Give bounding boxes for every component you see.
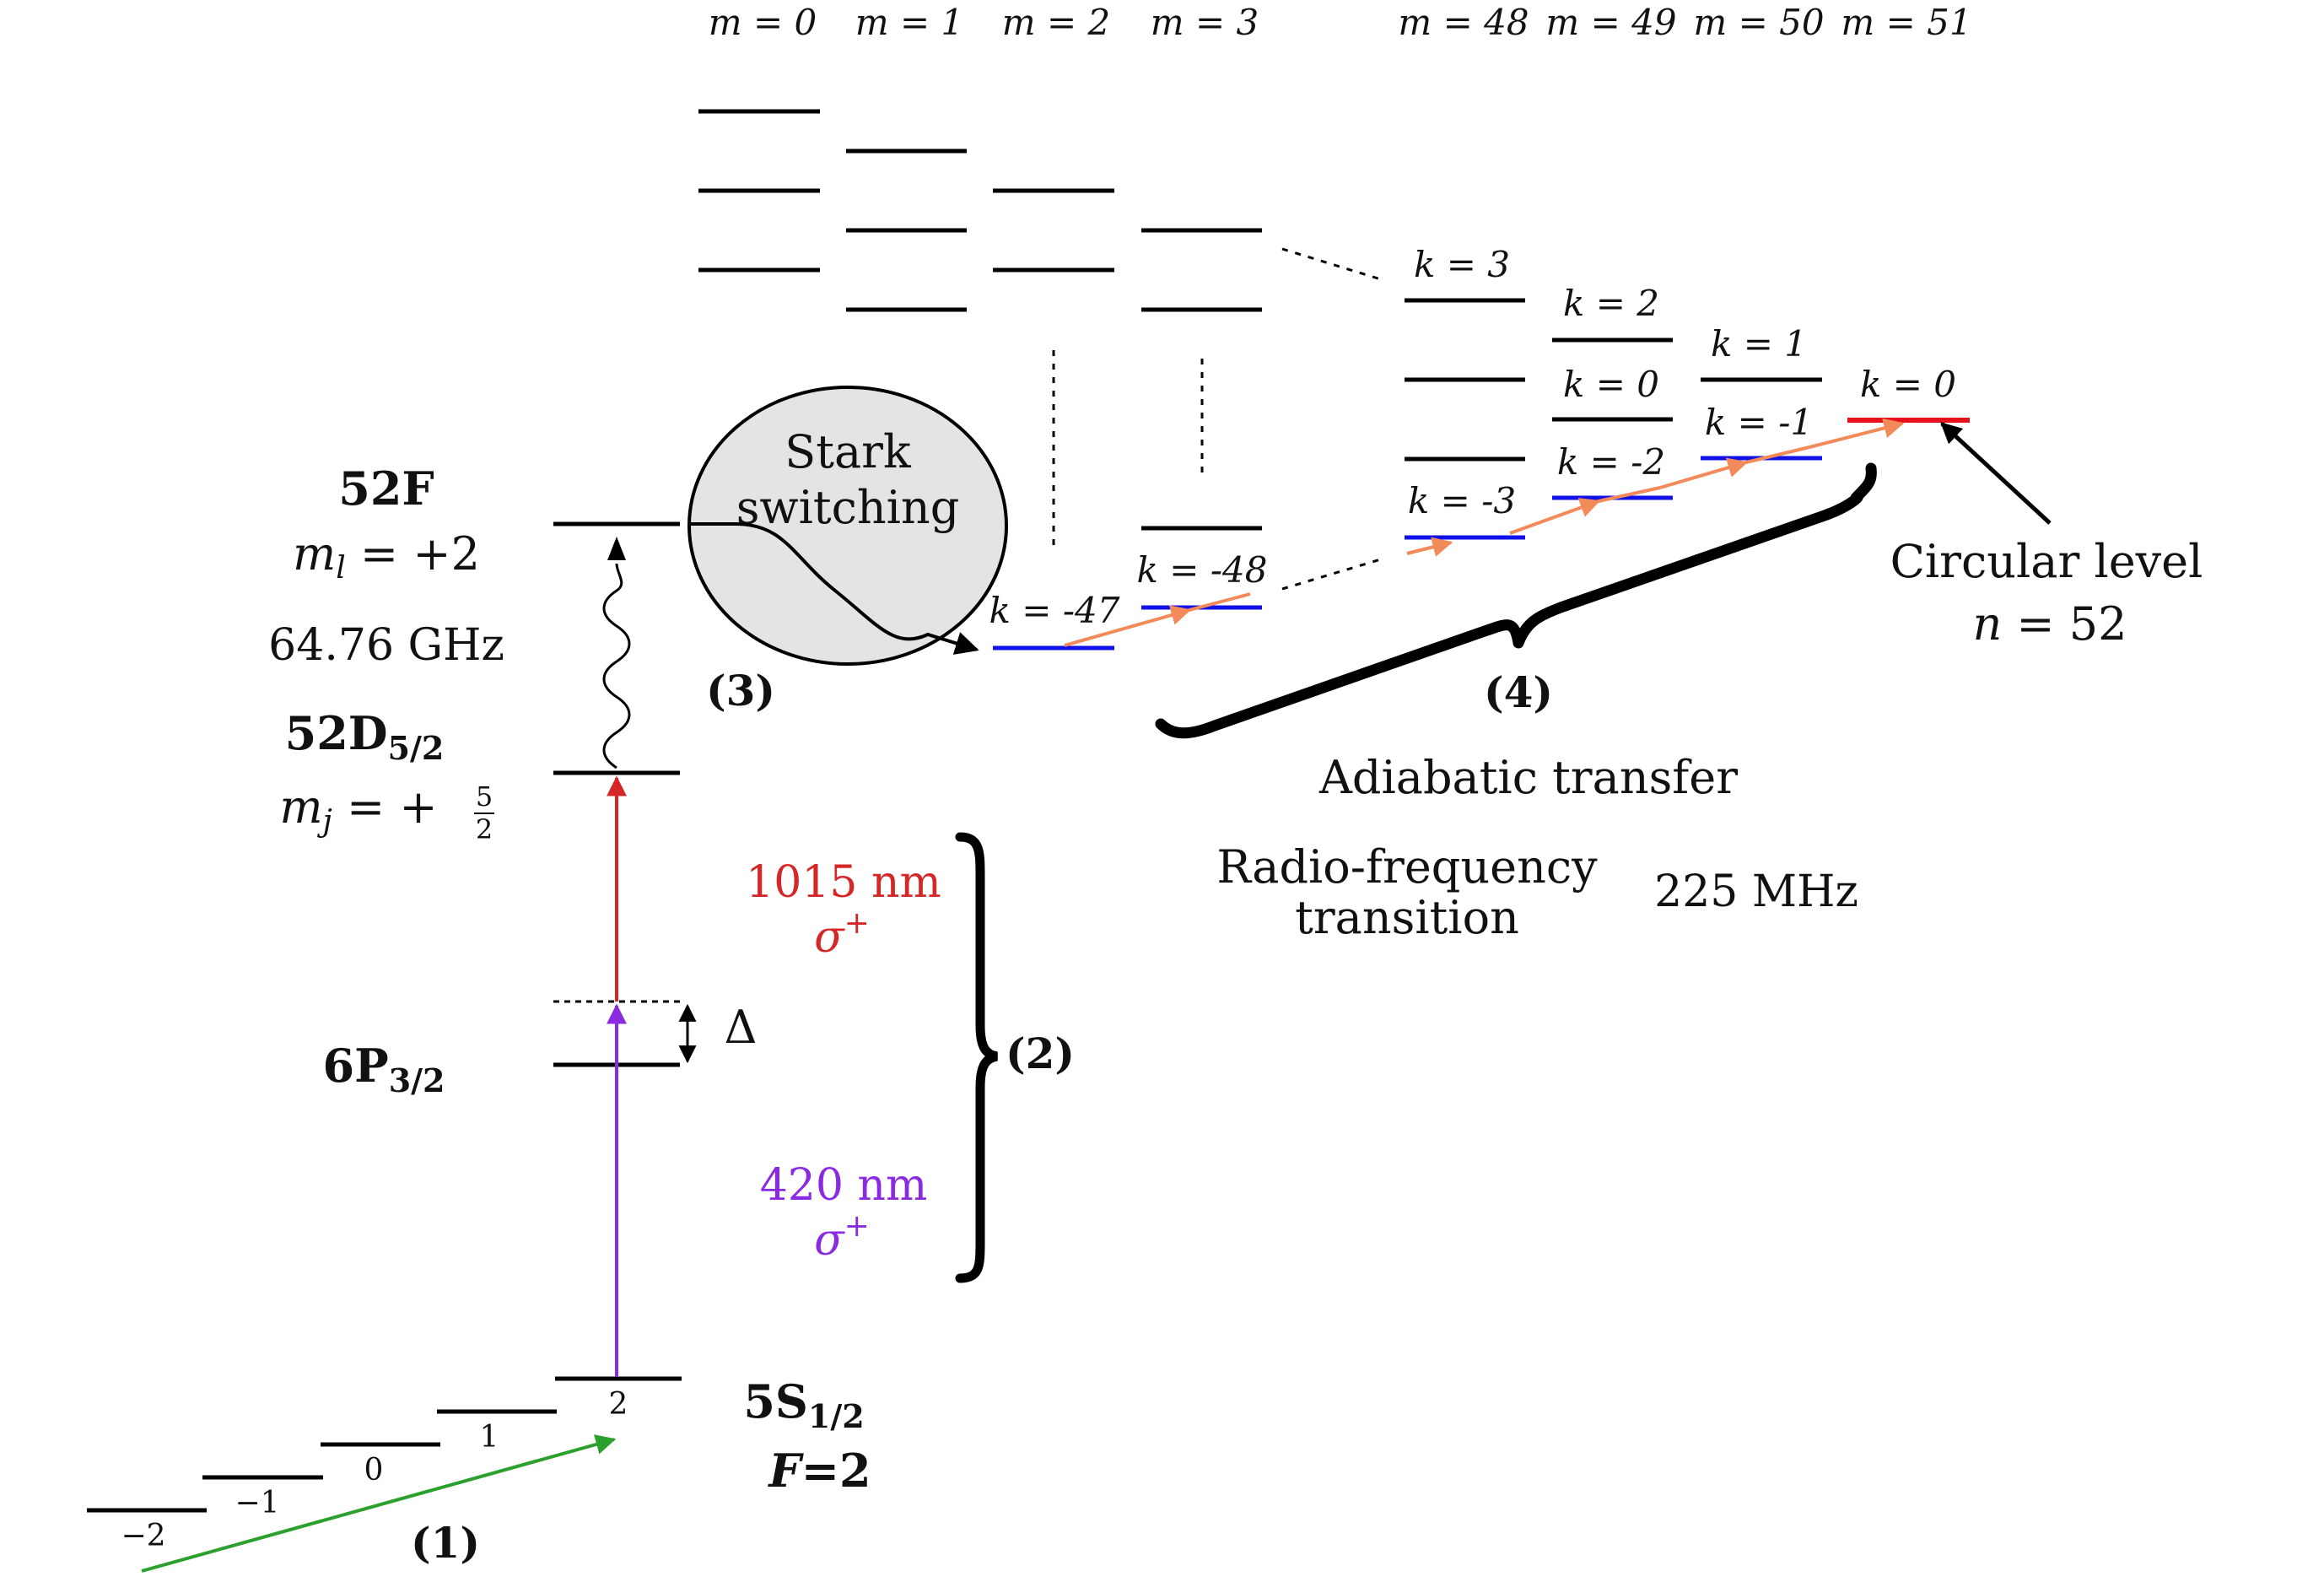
detuning-label: Δ [725,1001,758,1054]
stark-switching-bubble [687,386,1008,666]
lower-connect-dots [1281,557,1384,591]
microwave-wavy-arrow [602,563,631,769]
step-4-label: (4) [1484,667,1553,717]
state-f-label: F=2 [767,1444,871,1498]
k-label-minus3: k = -3 [1408,480,1516,521]
microwave-arrowhead [607,537,626,560]
upper-connect-dots [1281,247,1384,282]
k-label-0a: k = 0 [1563,364,1659,405]
ground-hyperfine-sublevels [87,1376,682,1513]
k-label-minus48: k = -48 [1137,549,1268,591]
stark-manifold-left [698,109,1262,531]
k-label-minus1: k = -1 [1705,402,1813,443]
circular-level-label: Circular level [1890,535,2203,588]
laser-420-polarization: σ+ [814,1209,870,1266]
rf-transition-arrows [1064,418,1905,647]
mj-fraction-den: 2 [476,813,493,845]
state-6p-label: 6P3/2 [323,1039,445,1099]
step-2-label: (2) [1006,1029,1075,1078]
m-label-1: m = 1 [855,2,963,43]
laser-1015-polarization: σ+ [814,906,870,963]
step-3-label: (3) [706,666,775,715]
laser-420-wavelength: 420 nm [760,1160,928,1211]
circular-level-pointer [1940,422,2052,525]
circular-n-label: n = 52 [1972,597,2127,651]
mj-label: mj = + [279,780,437,839]
k-label-minus2: k = -2 [1557,441,1665,483]
stark-label-line2: switching [736,481,960,534]
laser-1015-wavelength: 1015 nm [746,857,941,908]
stark-label-line1: Stark [785,425,912,478]
m-label-50: m = 50 [1693,2,1824,43]
stark-switching-curve [690,522,979,655]
m-label-2: m = 2 [1002,2,1110,43]
state-52d-label: 52D5/2 [285,706,445,767]
step-4-brace [1155,462,1877,739]
sublevel-label-1: 1 [480,1420,499,1455]
m-label-0: m = 0 [709,2,817,43]
sublevel-label-0: 0 [364,1453,384,1488]
sublevel-label-minus1: −1 [235,1486,279,1520]
step-2-brace [955,832,999,1283]
k-label-0-circular: k = 0 [1860,364,1956,405]
ml-label: ml = +2 [293,527,480,586]
step-1-label: (1) [411,1518,480,1568]
state-5s-label: 5S1/2 [743,1374,864,1435]
optical-pumping-arrow [141,1434,617,1573]
k-label-minus47: k = -47 [989,590,1120,631]
m-label-3: m = 3 [1151,2,1259,43]
rf-frequency: 225 MHz [1654,867,1858,917]
k-label-3: k = 3 [1414,244,1510,285]
sublevel-label-minus2: −2 [121,1519,165,1553]
k-label-2: k = 2 [1563,283,1659,324]
m-label-48: m = 48 [1398,2,1529,43]
m-label-51: m = 51 [1841,2,1971,43]
adiabatic-transfer-label: Adiabatic transfer [1318,751,1738,804]
rf-label-line2: transition [1295,891,1519,944]
stark-manifold-right [1405,298,1822,462]
state-52f-label: 52F [338,462,434,516]
rf-label-line1: Radio-frequency [1216,840,1598,894]
sublevel-label-2: 2 [609,1387,628,1422]
m-label-49: m = 49 [1545,2,1676,43]
mj-fraction-num: 5 [476,780,493,813]
microwave-frequency: 64.76 GHz [268,620,504,671]
k-label-1: k = 1 [1711,323,1807,364]
